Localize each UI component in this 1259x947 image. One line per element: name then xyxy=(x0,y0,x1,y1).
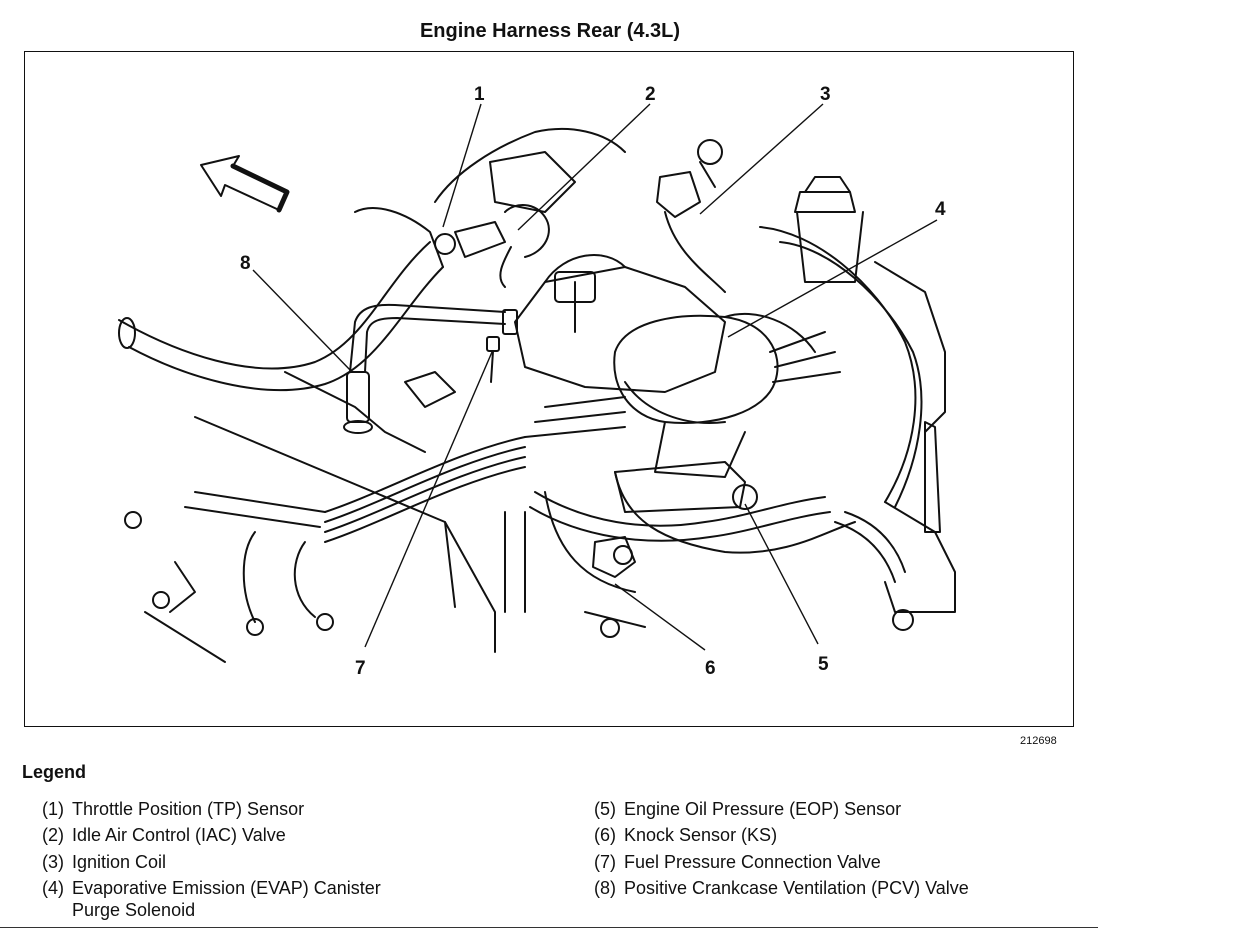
legend-text: Ignition Coil xyxy=(72,852,167,872)
legend-number: (6) xyxy=(594,825,616,845)
legend-heading: Legend xyxy=(22,762,87,782)
engine-block xyxy=(194,371,941,653)
upper-radiator-hose xyxy=(118,207,444,391)
leader-1 xyxy=(442,103,482,228)
legend-text: Engine Oil Pressure (EOP) Sensor xyxy=(624,799,902,819)
leader-7 xyxy=(364,351,493,648)
leader-3 xyxy=(699,103,824,215)
legend-item: (3) Ignition Coil xyxy=(20,851,166,873)
callout-4: 4 xyxy=(935,199,946,220)
diagram-title: Engine Harness Rear (4.3L) xyxy=(419,20,681,42)
knock-sensor-body xyxy=(584,536,646,638)
distributor-cap xyxy=(524,312,841,478)
lower-wiring-harness xyxy=(529,471,856,593)
legend-number: (2) xyxy=(42,825,64,845)
ignition-coil-area xyxy=(656,139,726,293)
callout-5: 5 xyxy=(818,654,829,675)
legend-text: Knock Sensor (KS) xyxy=(624,825,778,845)
legend-number: (7) xyxy=(594,852,616,872)
legend-text: Throttle Position (TP) Sensor xyxy=(72,799,305,819)
oil-pressure-sensor-body xyxy=(614,461,758,513)
leader-5 xyxy=(744,503,819,645)
legend-number: (3) xyxy=(42,852,64,872)
bottom-divider xyxy=(0,927,1098,928)
callout-leaders xyxy=(252,103,938,651)
pcv-hose xyxy=(343,303,518,434)
callout-1: 1 xyxy=(474,84,485,105)
legend-item: (2) Idle Air Control (IAC) Valve xyxy=(20,824,286,846)
leader-6 xyxy=(614,583,706,651)
fuel-lines xyxy=(124,436,526,663)
callout-8: 8 xyxy=(240,253,251,274)
front-direction-arrow xyxy=(200,155,290,213)
callout-2: 2 xyxy=(645,84,656,105)
diagram-frame: 1 2 3 4 5 6 7 8 xyxy=(24,51,1074,727)
legend-item: (5) Engine Oil Pressure (EOP) Sensor xyxy=(572,798,901,820)
coolant-reservoir-cap xyxy=(794,176,864,283)
callout-3: 3 xyxy=(820,84,831,105)
legend-item: (1) Throttle Position (TP) Sensor xyxy=(20,798,304,820)
leader-8 xyxy=(252,269,353,373)
legend-text: Idle Air Control (IAC) Valve xyxy=(72,825,286,845)
legend-text: Evaporative Emission (EVAP) Canister Pur… xyxy=(72,878,381,920)
legend-number: (5) xyxy=(594,799,616,819)
throttle-body xyxy=(434,127,626,288)
engine-illustration: 1 2 3 4 5 6 7 8 xyxy=(118,84,956,679)
figure-id: 212698 xyxy=(1020,735,1057,747)
legend-item: (7) Fuel Pressure Connection Valve xyxy=(572,851,881,873)
legend-number: (8) xyxy=(594,878,616,898)
legend-text: Fuel Pressure Connection Valve xyxy=(624,852,881,872)
legend-item: (4) Evaporative Emission (EVAP) Canister … xyxy=(20,877,381,921)
leader-2 xyxy=(517,103,651,231)
legend-item: (8) Positive Crankcase Ventilation (PCV) … xyxy=(572,877,969,899)
callout-6: 6 xyxy=(705,658,716,679)
intake-plenum xyxy=(514,254,726,393)
legend-number: (4) xyxy=(42,878,64,898)
legend-text: Positive Crankcase Ventilation (PCV) Val… xyxy=(624,878,969,898)
legend-item: (6) Knock Sensor (KS) xyxy=(572,824,777,846)
legend-number: (1) xyxy=(42,799,64,819)
leader-4 xyxy=(727,219,938,338)
callout-7: 7 xyxy=(355,658,366,679)
fuel-pressure-valve-body xyxy=(486,336,500,383)
